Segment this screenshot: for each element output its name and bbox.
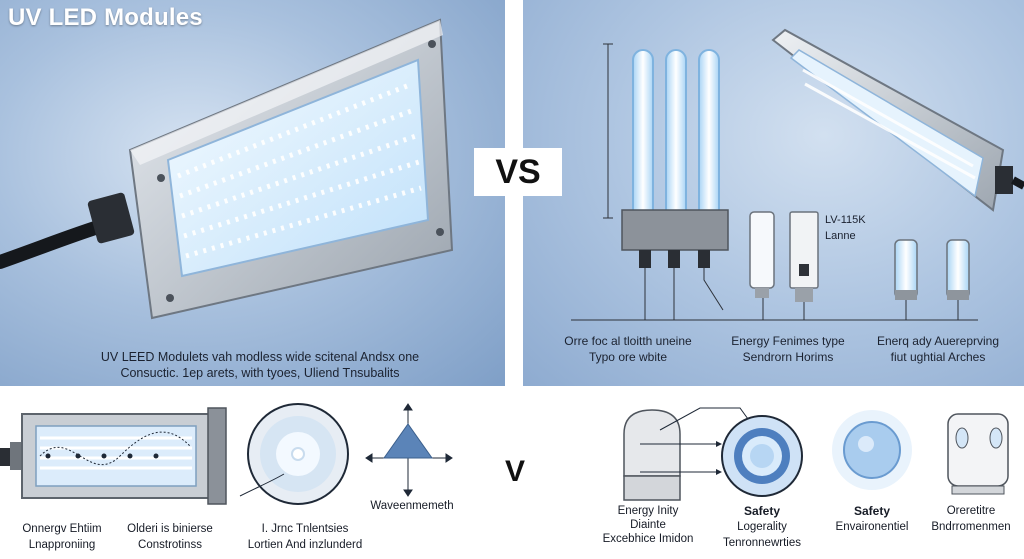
fixture-icon [947, 413, 1009, 495]
right-caption-3-line2: fiut ughtial Arches [890, 350, 986, 364]
v-separator: V [505, 455, 526, 488]
right-caption-1-line2: Typo ore wbite [588, 350, 668, 364]
br-caption-1-line2: Diainte [630, 519, 666, 531]
bl-caption-3-line1: I. Jrnc Tnlentsies [261, 523, 349, 535]
lamp-label-name: Lanne [825, 230, 856, 242]
glow-circle-icon [832, 410, 912, 490]
page-title: UV LED Modules [8, 4, 203, 31]
right-caption-2-line1: Energy Fenimes type [731, 334, 845, 348]
bottom-icons [0, 403, 1009, 505]
left-caption-line1: UV LEED Modulets vah modless wide sciten… [100, 350, 420, 364]
led-rows [177, 81, 422, 259]
bl-caption-1-line1: Onnergv Ehtiim [22, 523, 102, 535]
br-caption-2-line2: Logerality [737, 521, 787, 533]
br-caption-3-line1: Safety [853, 504, 891, 518]
safety-target-icon [721, 415, 803, 497]
br-caption-2-line1: Safety [743, 504, 781, 518]
lens-icon [239, 403, 349, 505]
uv-lamp-panel: LV-115K Lanne Orre foc al tloitth uneine… [523, 0, 1024, 386]
bl-caption-2-line1: Olderi is binierse [127, 523, 213, 535]
vs-badge: VS [474, 148, 562, 196]
triangle-label: Waveenmemeth [370, 500, 454, 512]
left-caption-line2: Consuctic. 1ep arets, with tyoes, Uliend… [120, 366, 400, 380]
br-caption-1-line1: Energy Inity [617, 505, 679, 517]
bl-caption-1-line2: Lnapproniing [28, 539, 96, 551]
bl-caption-2-line2: Constrotinss [138, 539, 202, 551]
lamp-label-code: LV-115K [825, 214, 866, 226]
bl-caption-3-line2: Lortien And inzlunderd [247, 539, 363, 551]
br-caption-1-line3: Excebhice Imidon [602, 533, 694, 545]
uv-led-module-panel: UV LED Modules UV LEED Modulets vah modl… [0, 0, 505, 386]
br-caption-2-line3: Tenronnewrties [723, 537, 801, 549]
uv-lamp-illustration [571, 28, 1024, 321]
right-caption-1-line1: Orre foc al tloitth uneine [564, 334, 692, 348]
br-caption-4-line1: Oreretitre [946, 505, 996, 517]
br-caption-3-line2: Envaironentiel [835, 521, 909, 533]
br-caption-4-line2: Bndrromenmen [931, 521, 1011, 533]
lamp-bulb-icon [623, 407, 757, 501]
right-caption-3-line1: Enerq ady Auereprving [876, 334, 1000, 348]
module-side-icon [0, 407, 227, 505]
uv-tubes [632, 49, 720, 231]
led-module-illustration [0, 18, 454, 320]
wavelength-triangle-icon [365, 403, 453, 497]
right-caption-2-line2: Sendrorn Horims [742, 350, 834, 364]
